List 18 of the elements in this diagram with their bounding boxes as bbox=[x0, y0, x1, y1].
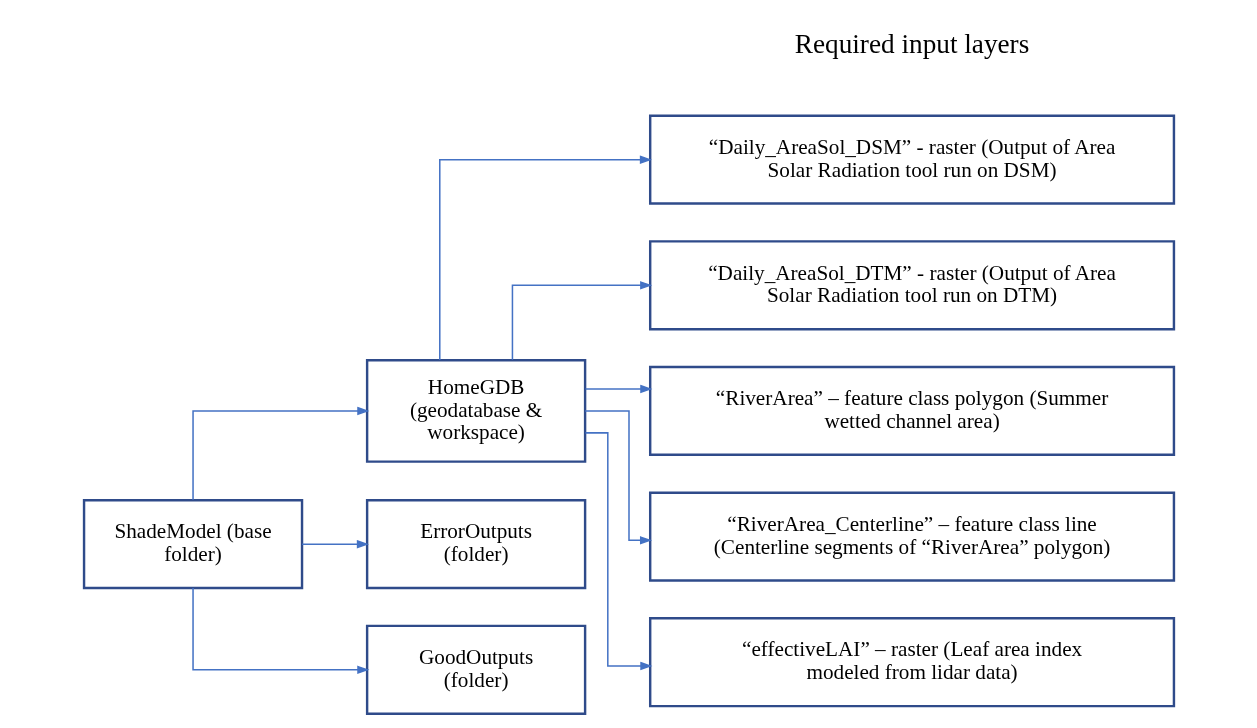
arrow bbox=[584, 384, 652, 394]
arrow bbox=[511, 281, 652, 361]
arrow bbox=[438, 155, 652, 361]
node-box: ErrorOutputs (folder) bbox=[365, 499, 586, 590]
node-box: “RiverArea_Centerline” – feature class line (Centerline segments of “RiverArea” polygon) bbox=[648, 491, 1175, 582]
node-box: “RiverArea” – feature class polygon (Summer wetted channel area) bbox=[648, 365, 1175, 457]
arrow bbox=[583, 410, 652, 545]
label: Required input layers bbox=[794, 28, 1029, 59]
arrow bbox=[584, 432, 652, 671]
node-box: “effectiveLAI” – raster (Leaf area index modeled from lidar data) bbox=[648, 617, 1175, 708]
arrow bbox=[300, 539, 369, 549]
node-box: GoodOutputs (folder) bbox=[365, 624, 586, 715]
node-box: ShadeModel (base folder) bbox=[82, 499, 303, 590]
node-box: “Daily_AreaSol_DTM” - raster (Output of Area Solar Radiation tool run on DTM) bbox=[648, 240, 1175, 331]
arrow bbox=[191, 587, 369, 674]
node-box: “Daily_AreaSol_DSM” - raster (Output of Area Solar Radiation tool run on DSM) bbox=[648, 114, 1175, 205]
arrow bbox=[191, 406, 369, 501]
node-box: HomeGDB (geodatabase & workspace) bbox=[365, 359, 586, 463]
